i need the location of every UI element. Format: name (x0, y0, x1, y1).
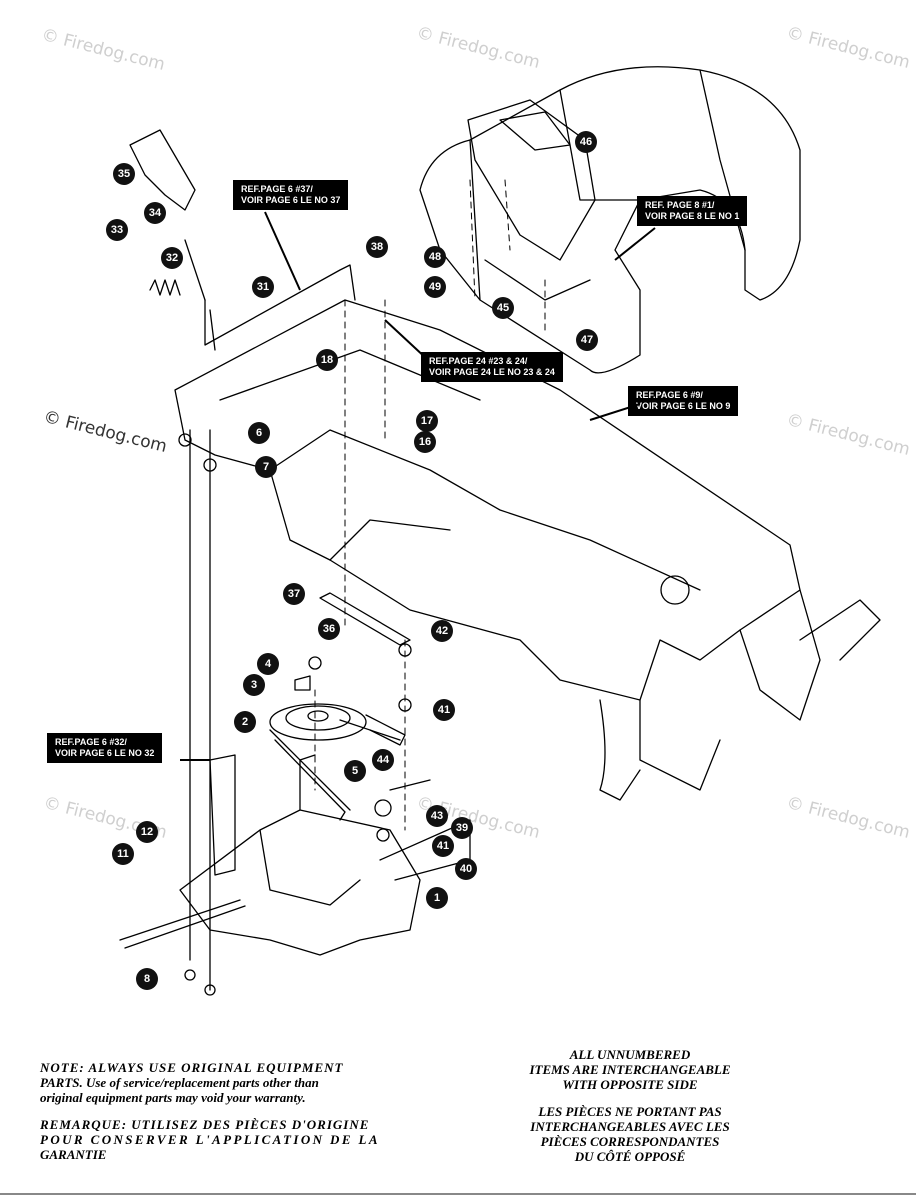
ref-line: VOIR PAGE 24 LE NO 23 & 24 (429, 367, 555, 377)
part-callout-11[interactable]: 11 (112, 843, 134, 865)
note-line: GARANTIE (40, 1147, 107, 1162)
note-line: LES PIÈCES NE PORTANT PAS (538, 1104, 722, 1119)
part-callout-46[interactable]: 46 (575, 131, 597, 153)
bracket (209, 754, 236, 876)
part-callout-49[interactable]: 49 (424, 276, 446, 298)
shift-handle (129, 129, 196, 211)
part-callout-45[interactable]: 45 (492, 297, 514, 319)
shift-rod (204, 264, 356, 346)
shift-plate (467, 99, 596, 261)
ref-line: VOIR PAGE 6 LE NO 9 (636, 401, 731, 411)
note-line: ITEMS ARE INTERCHANGEABLE (529, 1062, 731, 1077)
spring (149, 279, 181, 296)
note-line: original equipment parts may void your w… (40, 1090, 306, 1105)
note-english: NOTE: ALWAYS USE ORIGINAL EQUIPMENT PART… (40, 1060, 435, 1105)
part-callout-47[interactable]: 47 (576, 329, 598, 351)
part-callout-35[interactable]: 35 (113, 163, 135, 185)
note-line: POUR CONSERVER L'APPLICATION DE LA (40, 1132, 380, 1147)
interchange-note-french: LES PIÈCES NE PORTANT PAS INTERCHANGEABL… (460, 1104, 800, 1164)
note-line: DU CÔTÉ OPPOSÉ (574, 1149, 686, 1164)
note-line: PARTS. Use of service/replacement parts … (40, 1075, 319, 1090)
part-callout-41[interactable]: 41 (433, 699, 455, 721)
ref-line: REF.PAGE 6 #32/ (55, 737, 127, 747)
part-callout-39[interactable]: 39 (451, 817, 473, 839)
part-callout-17[interactable]: 17 (416, 410, 438, 432)
transaxle (179, 809, 421, 956)
drive-belt (269, 714, 406, 811)
note-french: REMARQUE: UTILISEZ DES PIÈCES D'ORIGINE … (40, 1117, 435, 1162)
part-callout-1[interactable]: 1 (426, 887, 448, 909)
ref-line: VOIR PAGE 6 LE NO 37 (241, 195, 341, 205)
note-line: PIÈCES CORRESPONDANTES (540, 1134, 720, 1149)
note-line: ALL UNNUMBERED (569, 1047, 691, 1062)
part-callout-40[interactable]: 40 (455, 858, 477, 880)
part-callout-33[interactable]: 33 (106, 219, 128, 241)
part-callout-6[interactable]: 6 (248, 422, 270, 444)
axle (119, 899, 241, 941)
part-callout-5[interactable]: 5 (344, 760, 366, 782)
part-callout-38[interactable]: 38 (366, 236, 388, 258)
note-line: INTERCHANGEABLES AVEC LES (530, 1119, 730, 1134)
part-callout-42[interactable]: 42 (431, 620, 453, 642)
ref-line: REF.PAGE 24 #23 & 24/ (429, 356, 528, 366)
ref-label-32: REF.PAGE 6 #32/ VOIR PAGE 6 LE NO 32 (47, 733, 163, 763)
part-callout-37[interactable]: 37 (283, 583, 305, 605)
ref-line: REF.PAGE 6 #9/ (636, 390, 703, 400)
part-callout-34[interactable]: 34 (144, 202, 166, 224)
fender-outline (419, 66, 801, 374)
part-callout-43[interactable]: 43 (426, 805, 448, 827)
part-callout-7[interactable]: 7 (255, 456, 277, 478)
note-line: REMARQUE: UTILISEZ DES PIÈCES D'ORIGINE (40, 1117, 370, 1132)
part-callout-2[interactable]: 2 (234, 711, 256, 733)
ref-label-37: REF.PAGE 6 #37/ VOIR PAGE 6 LE NO 37 (233, 180, 349, 210)
note-line: NOTE: ALWAYS USE ORIGINAL EQUIPMENT (40, 1060, 344, 1075)
interchange-note-english: ALL UNNUMBERED ITEMS ARE INTERCHANGEABLE… (460, 1047, 800, 1092)
part-callout-4[interactable]: 4 (257, 653, 279, 675)
part-callout-18[interactable]: 18 (316, 349, 338, 371)
ref-label-24: REF.PAGE 24 #23 & 24/ VOIR PAGE 24 LE NO… (421, 352, 563, 382)
ref-line: REF. PAGE 8 #1/ (645, 200, 715, 210)
pulley (269, 703, 367, 741)
part-callout-8[interactable]: 8 (136, 968, 158, 990)
part-callout-36[interactable]: 36 (318, 618, 340, 640)
part-callout-41[interactable]: 41 (432, 835, 454, 857)
part-callout-48[interactable]: 48 (424, 246, 446, 268)
ref-line: VOIR PAGE 8 LE NO 1 (645, 211, 740, 221)
part-callout-44[interactable]: 44 (372, 749, 394, 771)
part-callout-12[interactable]: 12 (136, 821, 158, 843)
part-callout-16[interactable]: 16 (414, 431, 436, 453)
ref-line: VOIR PAGE 6 LE NO 32 (55, 748, 155, 758)
note-line: WITH OPPOSITE SIDE (562, 1077, 698, 1092)
ref-label-9: REF.PAGE 6 #9/ VOIR PAGE 6 LE NO 9 (628, 386, 739, 416)
part-callout-32[interactable]: 32 (161, 247, 183, 269)
bottom-rule (0, 1193, 916, 1195)
ref-label-1: REF. PAGE 8 #1/ VOIR PAGE 8 LE NO 1 (637, 196, 748, 226)
part-callout-31[interactable]: 31 (252, 276, 274, 298)
ref-line: REF.PAGE 6 #37/ (241, 184, 313, 194)
part-callout-3[interactable]: 3 (243, 674, 265, 696)
